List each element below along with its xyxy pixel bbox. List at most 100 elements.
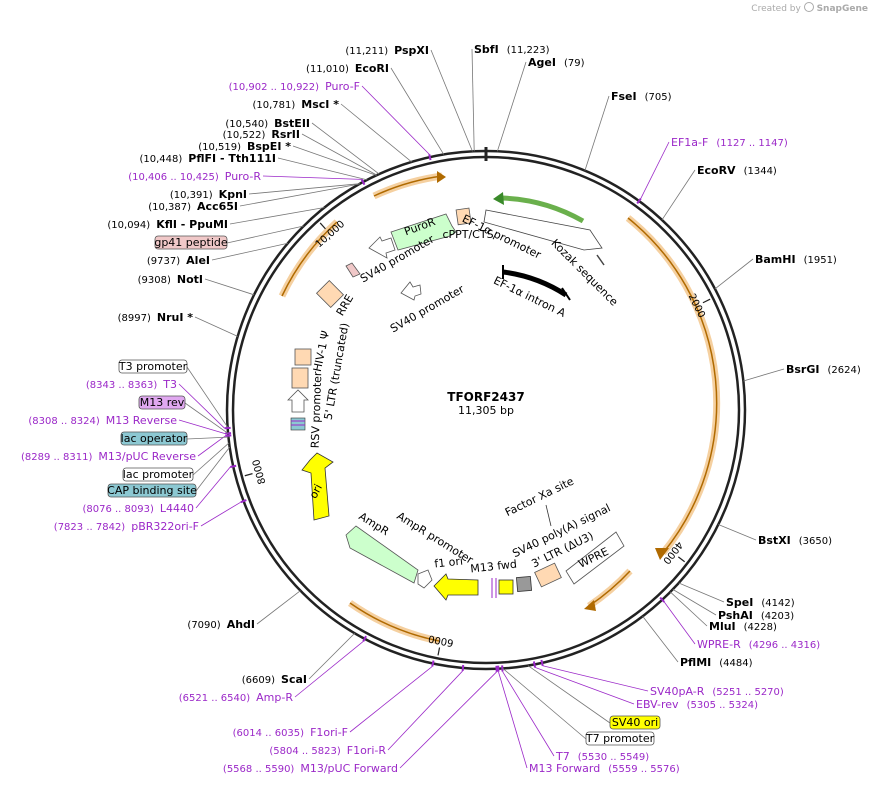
site-leader <box>301 133 378 176</box>
site-bstxi[interactable]: BstXI(3650) <box>718 524 832 547</box>
feature-box-m13-rev[interactable]: M13 rev <box>138 395 229 434</box>
primer-range: (8343 .. 8363) <box>86 380 158 391</box>
primer-leader <box>197 435 226 457</box>
feature-box-cap-binding-site[interactable]: CAP binding site <box>107 446 230 498</box>
feature-label-m13-fwd: M13 fwd <box>470 558 518 576</box>
site-noti[interactable]: NotI(9308) <box>138 273 255 296</box>
feature-box-sv40-ori[interactable]: SV40 ori <box>527 665 661 730</box>
site-acc65i[interactable]: Acc65I(10,387) <box>148 183 360 213</box>
site-name: PspXI <box>394 44 429 57</box>
site-ecorv[interactable]: EcoRV(1344) <box>661 164 777 221</box>
primer-labels[interactable]: Puro-F(10,902 .. 10,922) EF1a-F(1127 .. 1… <box>21 80 820 775</box>
backbone <box>225 147 747 671</box>
site-ahdi[interactable]: AhdI(7090) <box>187 590 301 631</box>
site-bsrgi[interactable]: BsrGI(2624) <box>743 363 861 382</box>
site-spei[interactable]: SpeI(4142) <box>678 582 795 609</box>
site-ecori[interactable]: EcoRI(11,010) <box>306 62 445 155</box>
primer-name: pBR322ori-F <box>131 520 199 533</box>
primer-f1ori-f[interactable]: F1ori-F(6014 .. 6035) <box>233 660 435 739</box>
site-agei[interactable]: AgeI(79) <box>496 56 585 152</box>
site-bspei[interactable]: BspEI *(10,519) <box>198 140 377 176</box>
primer-mark <box>431 660 435 667</box>
site-sbfi[interactable]: SbfI(11,223) <box>471 43 550 152</box>
site-bamhi[interactable]: BamHI(1951) <box>714 253 837 290</box>
primer-leader <box>178 383 225 429</box>
site-pspxi[interactable]: PspXI(11,211) <box>345 44 473 152</box>
site-pflmi[interactable]: PflMI(4484) <box>642 616 753 669</box>
primer-leader <box>294 641 364 698</box>
site-name: KflI - PpuMI <box>156 218 228 231</box>
primer-amp-r[interactable]: Amp-R(6521 .. 6540) <box>179 635 367 704</box>
feature-box-t3-promoter[interactable]: T3 promoter <box>118 359 228 428</box>
primer-m13-forward[interactable]: M13 Forward(5559 .. 5576) <box>497 665 680 775</box>
primer-t3[interactable]: T3(8343 .. 8363) <box>86 378 231 430</box>
primer-ef1a-f[interactable]: EF1a-F(1127 .. 1147) <box>636 136 788 205</box>
site-pshai[interactable]: PshAI(4203) <box>672 589 794 622</box>
box-text: SV40 ori <box>612 716 658 729</box>
wpre-box <box>565 531 625 585</box>
app-credit: Created by SnapGene <box>751 2 868 14</box>
primer-range: (7823 .. 7842) <box>54 522 126 533</box>
primer-m13-puc-forward[interactable]: M13/pUC Forward(5568 .. 5590) <box>223 665 498 775</box>
primer-l4440[interactable]: L4440(8076 .. 8093) <box>82 464 237 515</box>
primer-wpre-r[interactable]: WPRE-R(4296 .. 4316) <box>659 596 820 651</box>
site-rsrii[interactable]: RsrII(10,522) <box>223 128 378 176</box>
site-pflfi-tth111i[interactable]: PflFI - Tth111I(10,448) <box>140 152 368 181</box>
site-mlui[interactable]: MluI(4228) <box>670 591 777 633</box>
site-alei[interactable]: AleI(9737) <box>147 242 288 267</box>
site-bsteii[interactable]: BstEII(10,540) <box>225 117 380 175</box>
primer-range: (5530 .. 5549) <box>578 752 650 763</box>
box-bg <box>118 359 188 374</box>
primer-puro-f[interactable]: Puro-F(10,902 .. 10,922) <box>229 80 432 161</box>
m13fwd-box <box>498 579 514 595</box>
primer-ebv-rev[interactable]: EBV-rev(5305 .. 5324) <box>532 661 758 711</box>
feature-box-lac-operator[interactable]: lac operator <box>120 431 229 446</box>
plasmid-name: TFORF2437 <box>447 390 524 404</box>
primer-range: (5804 .. 5823) <box>269 746 341 757</box>
feature-box-t7-promoter[interactable]: T7 promoter <box>502 668 655 746</box>
site-kpni[interactable]: KpnI(10,391) <box>170 183 361 201</box>
orf-arcs <box>278 171 721 645</box>
primer-pbr322ori-f[interactable]: pBR322ori-F (7823 .. 7842) <box>54 499 247 533</box>
site-msci[interactable]: MscI *(10,781) <box>253 98 412 163</box>
primer-name: M13/pUC Reverse <box>98 450 196 463</box>
site-position: (10,519) <box>198 142 241 153</box>
feature-box-lac-promoter[interactable]: lac promoter <box>122 442 230 482</box>
site-fsei[interactable]: FseI(705) <box>584 90 672 171</box>
primer-name: EBV-rev <box>636 698 679 711</box>
site-kfli-ppumi[interactable]: KflI - PpuMI (10,094) <box>107 207 325 231</box>
site-position: (10,094) <box>107 220 150 231</box>
rre-box <box>315 279 345 309</box>
primer-sv40pa-r[interactable]: SV40pA-R(5251 .. 5270) <box>540 659 784 698</box>
site-name: AhdI <box>227 618 255 631</box>
site-name: RsrII <box>271 128 300 141</box>
primer-f1ori-r[interactable]: F1ori-R(5804 .. 5823) <box>269 664 465 757</box>
tick-label: 8000 <box>251 458 268 485</box>
primer-puro-r[interactable]: Puro-R(10,406 .. 10,425) <box>128 170 366 186</box>
primer-t7[interactable]: T7(5530 .. 5549) <box>501 665 650 763</box>
site-leader <box>194 316 238 337</box>
site-scai[interactable]: ScaI(6609) <box>242 632 355 686</box>
primer-mark <box>659 596 666 603</box>
primer-m13-reverse[interactable]: M13 Reverse(8308 .. 8324) <box>28 414 232 435</box>
restriction-sites[interactable]: SbfI(11,223)AgeI(79)FseI(705)EcoRV(1344)… <box>107 43 860 686</box>
primer-leader <box>178 419 226 435</box>
feature-box-gp41-peptide[interactable]: gp41 peptide <box>154 225 304 250</box>
primer-mark <box>360 178 366 186</box>
site-leader <box>390 67 445 155</box>
credit-brand: SnapGene <box>816 4 868 14</box>
site-position: (11,010) <box>306 64 349 75</box>
site-leader <box>340 103 412 163</box>
primer-leader <box>542 665 649 692</box>
site-nrui[interactable]: NruI *(8997) <box>118 311 238 337</box>
site-leader <box>248 183 361 195</box>
site-name: MluI <box>709 620 736 633</box>
site-position: (4484) <box>719 658 752 669</box>
box-bg <box>138 395 186 410</box>
primer-leader <box>361 85 430 155</box>
primer-m13-puc-reverse[interactable]: M13/pUC Reverse(8289 .. 8311) <box>21 434 232 463</box>
site-position: (9308) <box>138 275 171 286</box>
box-text: T3 promoter <box>118 360 188 373</box>
